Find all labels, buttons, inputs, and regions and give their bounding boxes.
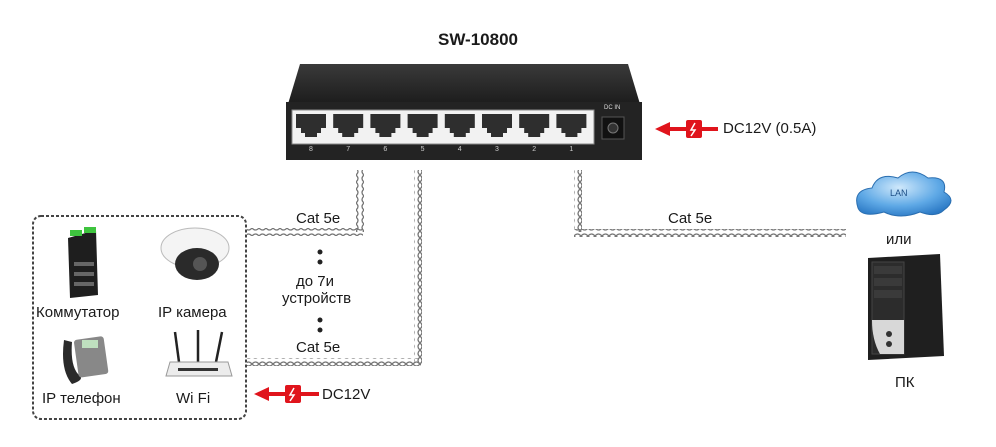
cable-uplink: [574, 170, 846, 237]
network-switch: [286, 64, 642, 160]
devices-power-label: DC12V: [322, 386, 371, 403]
rj45-port-4: [444, 114, 475, 137]
rj45-port-5: [407, 114, 438, 137]
switch-power-arrow: [655, 120, 718, 138]
rj45-port-1: [556, 114, 587, 137]
port-number-6: 6: [383, 146, 388, 153]
rj45-port-3: [482, 114, 512, 137]
port-number-5: 5: [420, 146, 425, 153]
wifi-router-icon: [165, 330, 233, 377]
port-number-1: 1: [569, 146, 574, 153]
rj45-port-8: [296, 114, 326, 137]
rj45-port-2: [519, 114, 550, 137]
port-number-2: 2: [532, 146, 537, 153]
port-number-4: 4: [457, 146, 462, 153]
cable-label-uplink: Cat 5e: [668, 210, 713, 227]
device-label-camera: IP камера: [158, 304, 227, 321]
lan-label: LAN: [890, 188, 908, 198]
dc-in-label: DC IN: [604, 105, 621, 111]
devices-group-box: [32, 215, 247, 420]
ip-phone-icon: [63, 336, 109, 384]
port-number-8: 8: [309, 146, 313, 153]
cable-bottom-device: [247, 170, 422, 366]
switch-model-title: SW-10800: [438, 30, 518, 49]
devices-power-arrow: [254, 385, 319, 403]
lan-cloud-icon: [856, 171, 952, 217]
max-devices-line2: устройств: [282, 290, 352, 307]
or-label: или: [886, 231, 912, 248]
pc-label: ПК: [895, 374, 915, 391]
device-label-wifi: Wi Fi: [176, 390, 211, 407]
device-label-switch: Коммутатор: [36, 304, 120, 321]
rj45-port-7: [333, 114, 364, 137]
pc-tower-icon: [868, 254, 944, 360]
switch-power-label: DC12V (0.5A): [723, 120, 817, 137]
cable-top-device: [247, 170, 364, 236]
cable-label-top: Cat 5e: [296, 210, 341, 227]
rj45-port-6: [370, 114, 401, 137]
cable-label-bottom: Cat 5e: [296, 339, 341, 356]
industrial-switch-icon: [68, 227, 98, 298]
port-number-7: 7: [346, 146, 351, 153]
ip-camera-icon: [160, 227, 230, 280]
device-label-phone: IP телефон: [42, 390, 121, 407]
max-devices-line1: до 7и: [296, 273, 334, 290]
port-number-3: 3: [495, 146, 499, 153]
